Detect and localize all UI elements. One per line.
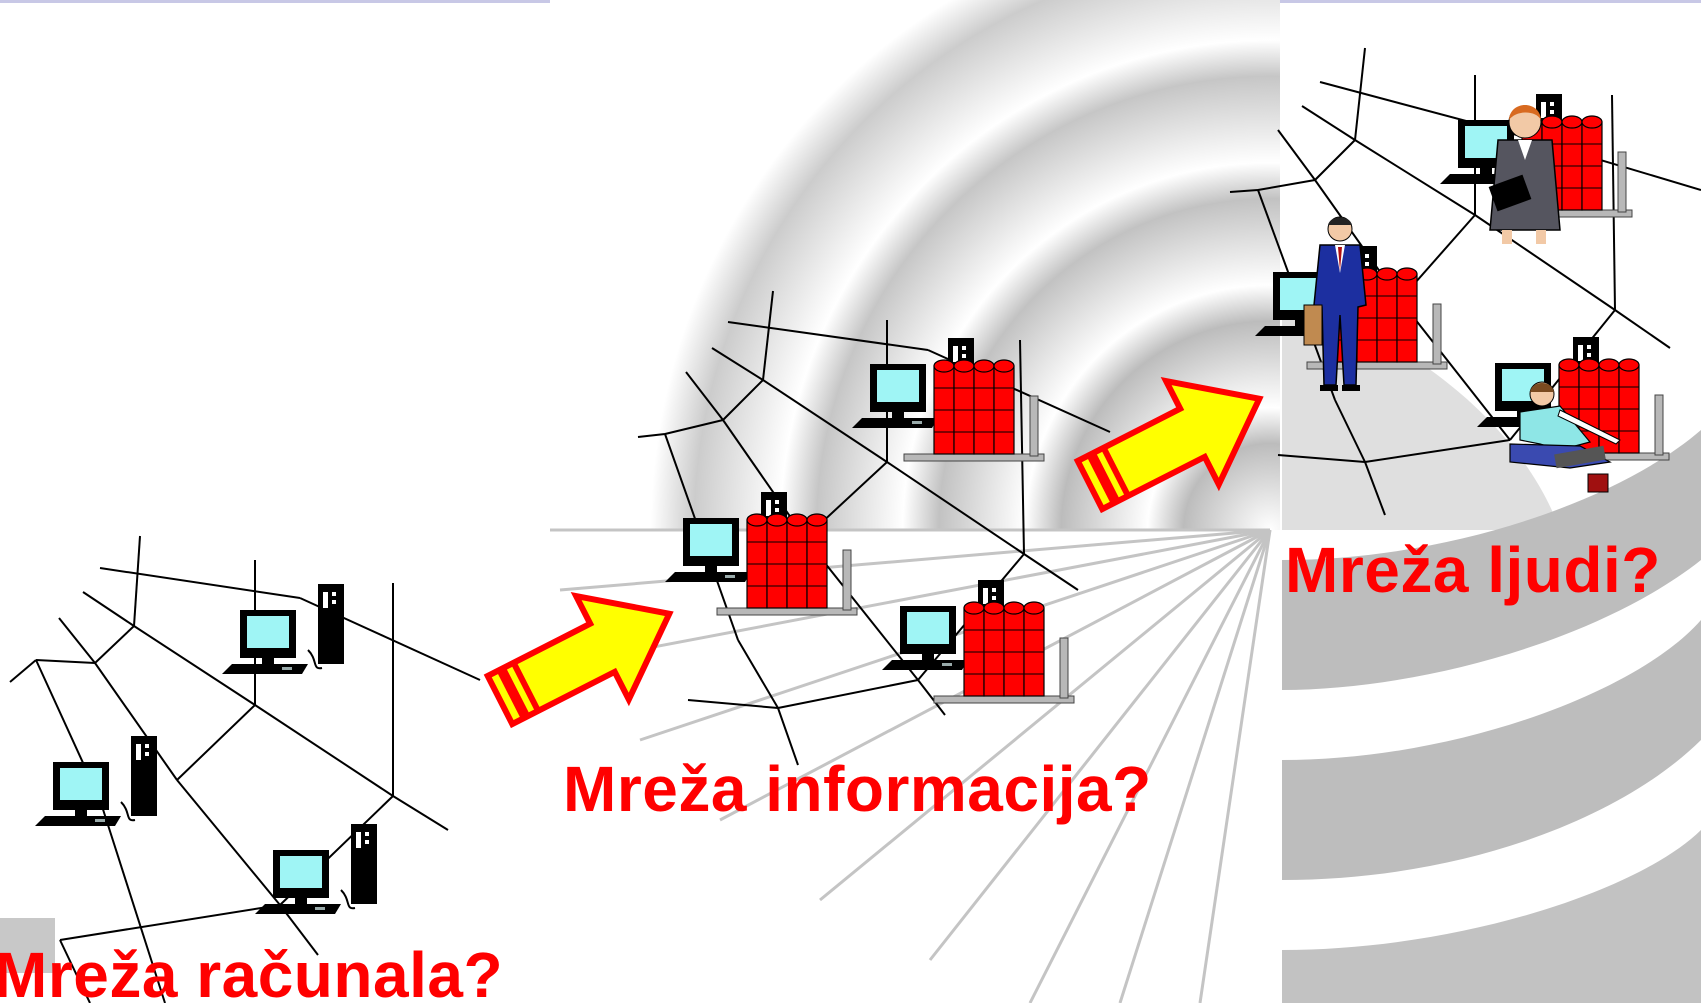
seated-worker-icon [1509,381,1621,493]
businessman-icon [1303,216,1367,391]
arrow-right-icon [1073,377,1264,514]
information-network-lines [637,290,1111,766]
info-node-2-database-icon [716,513,858,616]
info-node-1-database-icon [903,359,1045,462]
caption-people-network: Mreža ljudi? [1285,534,1661,606]
workstation-icon [222,584,344,674]
info-node-3-database-icon [933,601,1075,704]
arrow-right-icon [483,592,674,729]
caption-information-network: Mreža informacija? [563,753,1152,825]
workstation-icon [255,824,377,914]
businesswoman-icon [1488,105,1561,244]
workstation-icon [35,736,157,826]
caption-computer-network: Mreža računala? [0,939,504,1003]
